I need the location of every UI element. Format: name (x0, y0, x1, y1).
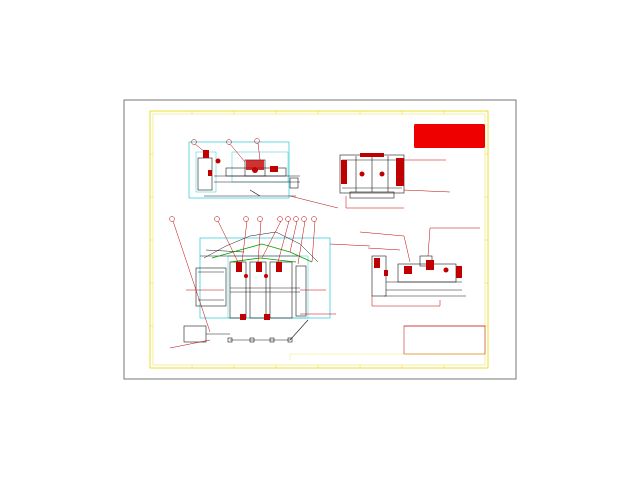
title-block (289, 325, 486, 360)
balloon (301, 216, 307, 222)
balloon (311, 216, 317, 222)
balloon (293, 216, 299, 222)
balloon (226, 139, 232, 145)
view-side-right (359, 227, 480, 307)
balloon (277, 216, 283, 222)
balloon (191, 139, 197, 145)
red-title-box (414, 124, 485, 148)
view-elevation-left (188, 138, 300, 199)
balloon (243, 216, 249, 222)
zone-ticks (150, 111, 488, 368)
wire-route (211, 243, 313, 263)
drawing-frame (149, 110, 489, 369)
view-elevation-right (289, 153, 451, 209)
balloon (285, 216, 291, 222)
balloon (257, 216, 263, 222)
balloon (254, 138, 260, 144)
balloon (214, 216, 220, 222)
balloon (169, 216, 175, 222)
view-plan-main (169, 216, 371, 349)
